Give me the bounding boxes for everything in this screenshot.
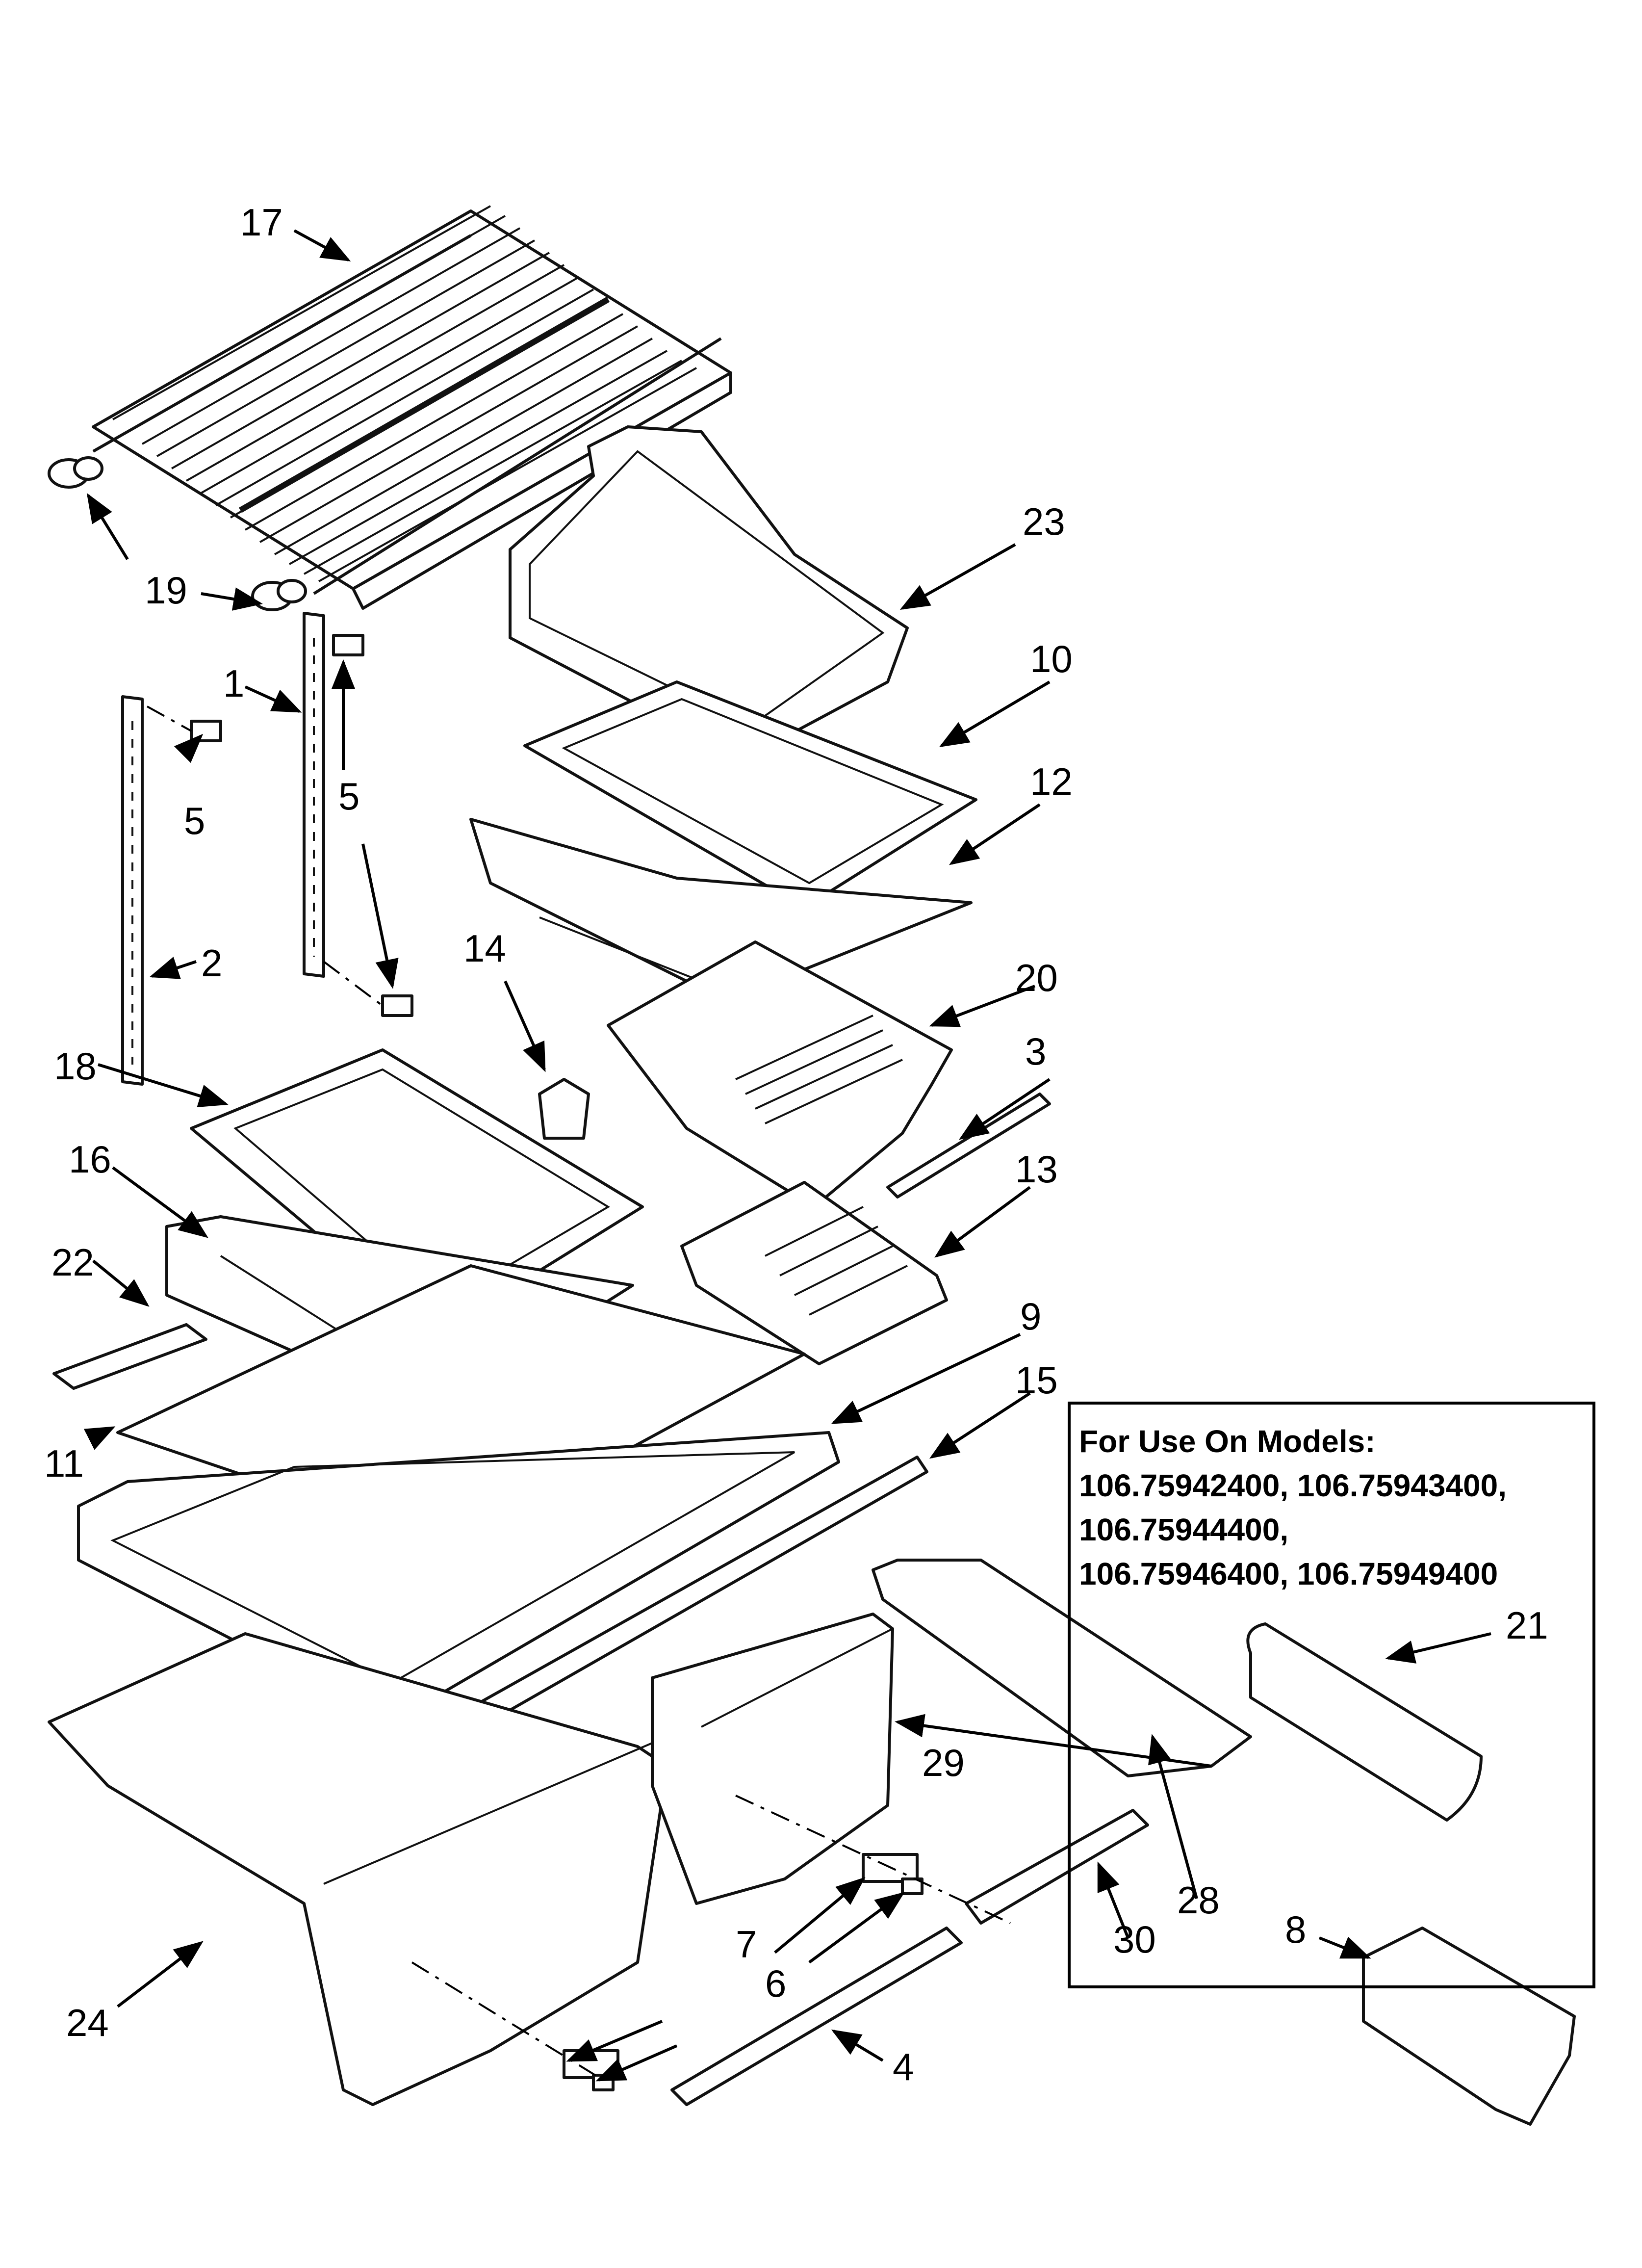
cover-part-10 — [523, 680, 977, 909]
rail-part-1 — [303, 612, 325, 978]
callout-30: 30 — [1113, 1918, 1156, 1961]
callout-10: 10 — [1030, 637, 1073, 680]
callout-11: 11 — [44, 1442, 84, 1485]
callout-13: 13 — [1015, 1147, 1058, 1191]
callout-24: 24 — [66, 2001, 109, 2044]
tray-part-13 — [680, 1181, 948, 1365]
callout-17: 17 — [240, 201, 283, 244]
callout-9: 9 — [1020, 1295, 1041, 1338]
callout-20: 20 — [1015, 956, 1058, 999]
models-box: For Use On Models: 106.75942400, 106.759… — [1068, 1402, 1595, 1988]
callout-14: 14 — [463, 927, 506, 970]
callout-12: 12 — [1030, 760, 1073, 803]
callout-7: 7 — [736, 1923, 757, 1966]
shelf-support-part-19 — [48, 456, 307, 611]
models-list-line: 106.75942400, 106.75943400, — [1079, 1468, 1507, 1503]
callout-8: 8 — [1285, 1908, 1306, 1951]
callout-3: 3 — [1025, 1030, 1046, 1073]
models-list-line: 106.75944400, — [1079, 1512, 1288, 1547]
callout-6: 6 — [765, 1962, 786, 2005]
drawer-part-29 — [651, 1613, 894, 1905]
handle-part-21 — [1246, 1622, 1483, 1822]
callout-22: 22 — [51, 1241, 94, 1284]
callout-1: 1 — [223, 662, 244, 705]
callout-16: 16 — [69, 1138, 111, 1181]
callout-19: 19 — [145, 569, 187, 612]
models-list-line: 106.75946400, 106.75949400 — [1079, 1556, 1498, 1591]
callout-23: 23 — [1023, 500, 1065, 543]
leader-lines — [83, 229, 1491, 2082]
rail-part-2 — [121, 695, 144, 1086]
callout-5: 5 — [184, 799, 205, 842]
callout-15: 15 — [1015, 1358, 1058, 1402]
rail-part-28 — [872, 1559, 1252, 1777]
bin-part-8 — [1362, 1927, 1576, 2126]
callout-5: 5 — [338, 775, 359, 818]
callout-28: 28 — [1177, 1878, 1220, 1922]
models-heading: For Use On Models: — [1079, 1424, 1376, 1459]
divider-part-22 — [52, 1323, 207, 1390]
drawer-part-20 — [607, 940, 953, 1208]
handle-part-4 — [670, 1927, 963, 2106]
bracket-part-14 — [538, 1078, 590, 1140]
guide-line — [735, 1795, 1011, 1924]
callout-29: 29 — [922, 1741, 965, 1784]
screw-part-5 — [147, 634, 413, 1017]
drawer-part-24 — [48, 1632, 668, 2106]
handle-part-30 — [965, 1809, 1149, 1925]
callout-2: 2 — [201, 941, 222, 985]
callout-4: 4 — [893, 2045, 914, 2088]
callout-18: 18 — [54, 1044, 97, 1088]
callout-21: 21 — [1506, 1604, 1548, 1647]
